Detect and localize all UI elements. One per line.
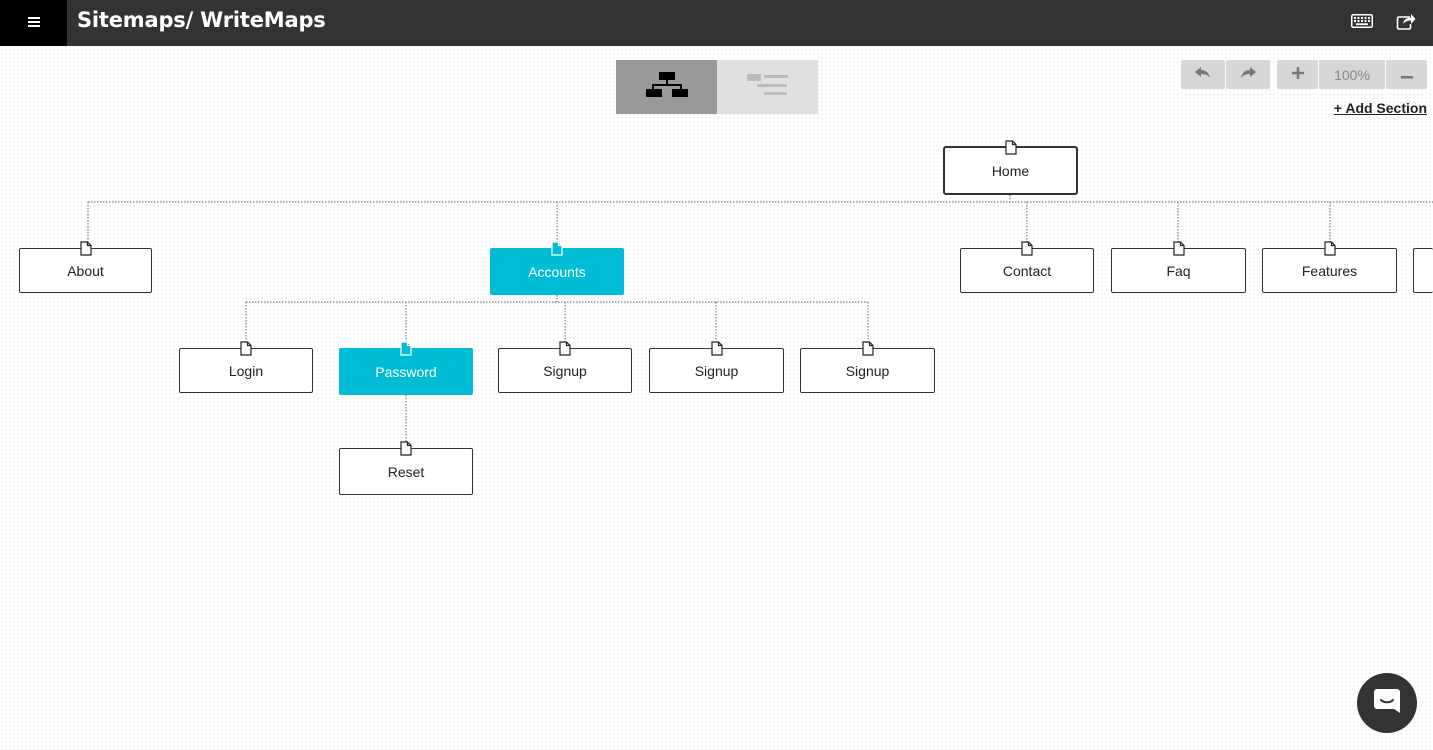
page-icon [551,241,563,256]
page-icon [400,441,412,456]
page-node-accounts[interactable]: Accounts [490,241,624,295]
page-icon [1021,241,1033,256]
page-node-login[interactable]: Login [179,341,313,393]
page-node-signup-2[interactable]: Signup [649,341,784,393]
redo-icon [1240,66,1256,84]
page-node-offscreen[interactable] [1413,248,1433,293]
page-node-password[interactable]: Password [339,341,473,395]
top-bar: Sitemaps/ WriteMaps [0,0,1433,46]
page-node-contact[interactable]: Contact [960,241,1094,293]
page-icon [400,341,412,356]
view-toggle [616,60,818,114]
page-node-features[interactable]: Features [1262,241,1397,293]
sitemap-tree-icon [645,71,688,103]
page-node-label: Home [991,162,1030,179]
page-icon [1004,140,1017,155]
page-icon [559,341,571,356]
zoom-level: 100% [1319,60,1385,89]
page-icon [240,341,252,356]
page-node-label: Reset [387,463,425,480]
page-node-label: Password [375,363,437,380]
page-node-label: Accounts [528,263,586,280]
zoom-in-button[interactable] [1277,60,1318,89]
keyboard-icon [1351,13,1373,33]
page-node-label: Signup [543,362,587,379]
page-node-label: Signup [694,362,739,379]
page-node-signup-3[interactable]: Signup [800,341,935,393]
page-node-signup-1[interactable]: Signup [498,341,632,393]
page-icon [79,241,92,256]
chat-launcher-button[interactable] [1357,673,1417,733]
page-icon [1323,241,1336,256]
page-node-reset[interactable]: Reset [339,441,473,495]
page-icon [710,341,723,356]
page-node-label: Features [1301,262,1358,279]
page-node-label: Login [228,362,264,379]
redo-button[interactable] [1226,60,1270,89]
page-node-label: Contact [1002,262,1052,279]
plus-icon [1291,66,1304,84]
page-node-label: Faq [1166,262,1191,279]
outline-view-button[interactable] [717,60,818,114]
undo-icon [1195,66,1211,84]
zoom-out-button[interactable] [1386,60,1427,89]
page-icon [861,341,874,356]
outline-list-icon [746,72,789,103]
share-button[interactable] [1393,10,1419,36]
minus-icon [1400,66,1413,84]
share-icon [1396,12,1416,35]
page-node-label: Signup [845,362,890,379]
page-icon [1172,241,1185,256]
page-node-about[interactable]: About [19,241,152,293]
menu-button[interactable] [0,0,67,46]
hamburger-icon [27,14,40,32]
page-node-label: About [67,262,104,279]
tree-view-button[interactable] [616,60,717,114]
keyboard-shortcuts-button[interactable] [1349,10,1375,36]
page-title: Sitemaps/ WriteMaps [77,8,326,32]
chat-icon [1373,687,1401,720]
undo-button[interactable] [1181,60,1225,89]
page-node-home[interactable]: Home [943,140,1078,195]
page-node-faq[interactable]: Faq [1111,241,1246,293]
add-section-link[interactable]: + Add Section [1333,100,1427,116]
